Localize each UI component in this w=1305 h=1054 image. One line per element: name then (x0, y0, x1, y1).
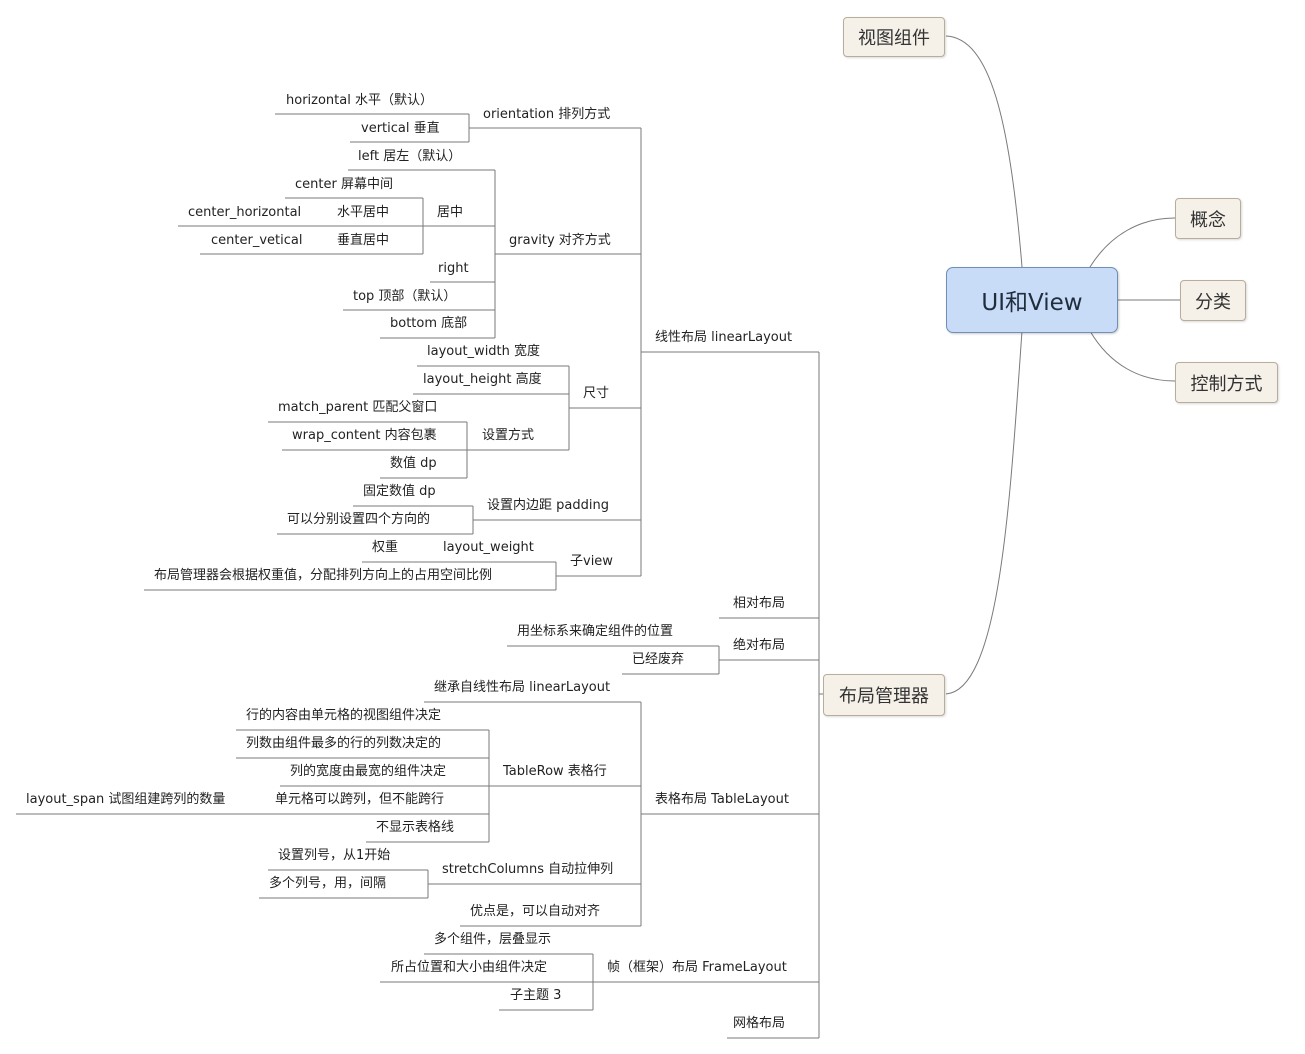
topic-layout-manager[interactable]: 布局管理器 (823, 674, 945, 716)
node-right[interactable]: right (438, 261, 469, 276)
node-weight[interactable]: 权重 (372, 540, 399, 555)
node-center-vetical-val[interactable]: 垂直居中 (337, 233, 390, 248)
node-child-view[interactable]: 子view (570, 554, 613, 569)
node-fixed-dp[interactable]: 固定数值 dp (363, 484, 436, 499)
node-tablerow[interactable]: TableRow 表格行 (503, 764, 607, 779)
node-col-count[interactable]: 列数由组件最多的行的列数决定的 (246, 736, 442, 751)
node-horizontal[interactable]: horizontal 水平（默认） (286, 93, 433, 108)
node-inherit[interactable]: 继承自线性布局 linearLayout (434, 680, 611, 695)
node-advantage[interactable]: 优点是，可以自动对齐 (470, 904, 601, 919)
node-wrap-content[interactable]: wrap_content 内容包裹 (292, 428, 437, 443)
node-layout-weight[interactable]: layout_weight (443, 540, 534, 555)
node-absolute-layout[interactable]: 绝对布局 (733, 638, 786, 653)
connector-layout-manager (945, 330, 1023, 695)
node-row-content[interactable]: 行的内容由单元格的视图组件决定 (246, 708, 442, 723)
root-topic[interactable]: UI和View (946, 267, 1118, 333)
node-grid-layout[interactable]: 网格布局 (733, 1016, 786, 1031)
node-dp-value[interactable]: 数值 dp (390, 456, 437, 471)
node-coords[interactable]: 用坐标系来确定组件的位置 (517, 624, 674, 639)
topic-concept[interactable]: 概念 (1175, 198, 1241, 239)
node-col-width[interactable]: 列的宽度由最宽的组件决定 (290, 764, 447, 779)
node-bottom[interactable]: bottom 底部 (390, 316, 468, 331)
node-layout-height[interactable]: layout_height 高度 (423, 372, 542, 387)
node-four-dirs[interactable]: 可以分别设置四个方向的 (287, 512, 431, 527)
node-stacked[interactable]: 多个组件，层叠显示 (434, 932, 552, 947)
node-frame-layout[interactable]: 帧（框架）布局 FrameLayout (607, 960, 787, 975)
node-col-from[interactable]: 设置列号，从1开始 (278, 848, 391, 863)
node-layout-span[interactable]: layout_span 试图组建跨列的数量 (26, 792, 226, 807)
connector-view-components (945, 35, 1023, 268)
node-center-horizontal-val[interactable]: 水平居中 (337, 205, 390, 220)
node-center[interactable]: center 屏幕中间 (295, 177, 393, 192)
node-multi-cols[interactable]: 多个列号，用，间隔 (269, 876, 387, 891)
node-pos-size[interactable]: 所占位置和大小由组件决定 (391, 960, 548, 975)
node-deprecated[interactable]: 已经废弃 (632, 652, 685, 667)
node-vertical[interactable]: vertical 垂直 (361, 121, 440, 136)
node-no-lines[interactable]: 不显示表格线 (376, 820, 455, 835)
topic-view-components[interactable]: 视图组件 (843, 17, 945, 57)
topic-category[interactable]: 分类 (1180, 280, 1246, 321)
connector-concept (1089, 217, 1176, 268)
node-relative-layout[interactable]: 相对布局 (733, 596, 786, 611)
layout-manager-bar (818, 352, 823, 1038)
connector-control (1089, 330, 1176, 382)
node-size[interactable]: 尺寸 (583, 386, 610, 401)
node-set-mode[interactable]: 设置方式 (482, 428, 535, 443)
node-padding[interactable]: 设置内边距 padding (487, 498, 609, 513)
node-linear-layout[interactable]: 线性布局 linearLayout (655, 330, 793, 345)
node-subtopic[interactable]: 子主题 3 (510, 988, 562, 1003)
node-top[interactable]: top 顶部（默认） (353, 289, 457, 304)
topic-control[interactable]: 控制方式 (1175, 362, 1278, 403)
node-orientation[interactable]: orientation 排列方式 (483, 107, 611, 122)
node-center-horizontal-key[interactable]: center_horizontal (188, 205, 302, 220)
node-match-parent[interactable]: match_parent 匹配父窗口 (278, 400, 438, 415)
node-gravity[interactable]: gravity 对齐方式 (509, 233, 611, 248)
node-table-layout[interactable]: 表格布局 TableLayout (655, 792, 789, 807)
node-center-vetical-key[interactable]: center_vetical (211, 233, 303, 248)
node-center-group[interactable]: 居中 (437, 205, 464, 220)
node-left[interactable]: left 居左（默认） (358, 149, 462, 164)
node-stretch-columns[interactable]: stretchColumns 自动拉伸列 (442, 862, 614, 877)
node-weight-desc[interactable]: 布局管理器会根据权重值，分配排列方向上的占用空间比例 (154, 568, 493, 583)
node-layout-width[interactable]: layout_width 宽度 (427, 344, 541, 359)
node-span-cols[interactable]: 单元格可以跨列，但不能跨行 (275, 792, 445, 807)
